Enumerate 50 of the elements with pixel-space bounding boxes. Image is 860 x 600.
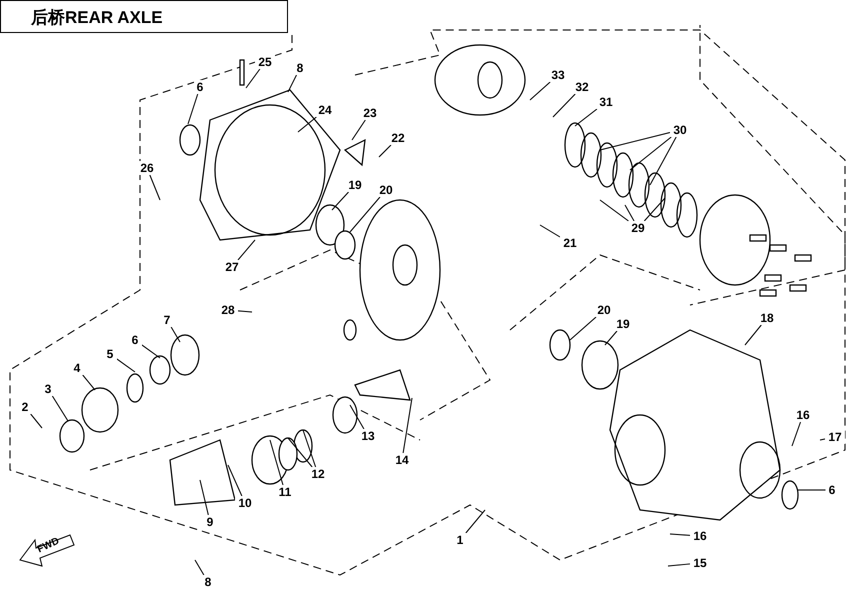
leader-line (149, 174, 160, 200)
leader-line (552, 94, 576, 118)
leader-line (630, 136, 672, 170)
leader-line (540, 224, 560, 238)
callout-number: 24 (315, 103, 335, 117)
leader-line (228, 464, 242, 496)
leader-line (194, 560, 204, 576)
callout-number: 4 (70, 361, 84, 375)
leader-line (352, 120, 366, 140)
leader-line (52, 396, 68, 422)
leader-line (288, 74, 297, 92)
leader-line (302, 430, 316, 468)
leader-line (116, 358, 136, 372)
leader-line (350, 196, 380, 232)
leader-line (574, 108, 598, 126)
leader-line (350, 404, 364, 430)
leader-line (668, 563, 690, 566)
callout-number: 3 (42, 382, 54, 396)
leader-line (237, 240, 256, 260)
leader-line (650, 136, 677, 186)
leader-line (170, 326, 180, 342)
leader-line (530, 82, 551, 100)
leader-line (270, 440, 284, 486)
leader-line (298, 116, 317, 132)
leader-line (600, 132, 670, 150)
leader-line (30, 414, 42, 428)
leader-line (600, 200, 629, 222)
leader-line (188, 94, 198, 124)
leader-line (624, 204, 635, 222)
leader-line (200, 480, 209, 516)
leader-line (402, 398, 412, 454)
leader-line (570, 316, 597, 340)
leader-line (378, 144, 392, 158)
leader-line (644, 198, 666, 222)
leader-line (141, 344, 160, 358)
leader-line (332, 192, 350, 210)
leader-line (238, 310, 252, 312)
leader-line (246, 68, 260, 88)
leader-line (744, 324, 762, 346)
leader-line (792, 422, 802, 446)
leader-line (465, 510, 486, 534)
leader-line (288, 438, 313, 468)
title-box: 后桥REAR AXLE (0, 0, 288, 33)
leader-line (670, 534, 690, 536)
leader-line (604, 330, 618, 346)
callout-number: 17 (825, 430, 845, 444)
callout-number: 25 (255, 55, 275, 69)
leader-line (82, 374, 96, 390)
leader-line (820, 438, 826, 440)
callout-number: 29 (628, 221, 648, 235)
